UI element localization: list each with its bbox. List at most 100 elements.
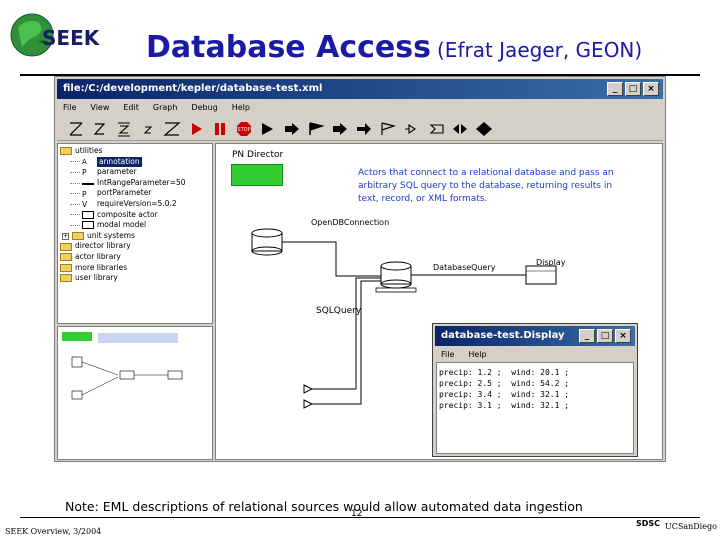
tree-connector — [70, 193, 80, 195]
tree-label: IntRangeParameter=50 — [97, 177, 186, 187]
arrow-right-icon[interactable] — [329, 119, 351, 139]
footer-divider — [20, 517, 700, 518]
display-label: Display — [536, 258, 566, 267]
step-icon[interactable] — [257, 119, 279, 139]
modal-model-icon — [82, 221, 94, 230]
folder-icon — [60, 263, 72, 272]
zoom-in-icon[interactable] — [89, 119, 111, 139]
database-query-label: DatabaseQuery — [433, 263, 496, 272]
tree-item-intrange[interactable]: IntRangeParameter=50 — [58, 178, 212, 189]
folder-icon — [60, 242, 72, 251]
tree-item-composite[interactable]: composite actor — [58, 210, 212, 221]
menu-graph[interactable]: Graph — [152, 103, 178, 112]
display-menu-bar: File Help — [435, 347, 635, 363]
sql-query-ports[interactable] — [303, 384, 314, 409]
workflow-overview[interactable] — [57, 326, 213, 460]
maximize-icon[interactable]: □ — [597, 329, 613, 343]
close-icon[interactable]: × — [643, 82, 659, 96]
tree-label: unit systems — [87, 230, 135, 240]
output-line: precip: 1.2 ; wind: 20.1 ; — [439, 368, 570, 377]
menu-view[interactable]: View — [90, 103, 110, 112]
folder-icon — [60, 253, 72, 262]
expand-icon[interactable]: + — [62, 232, 69, 240]
connection-sql-2[interactable] — [312, 280, 381, 405]
zoom-fit-icon[interactable] — [113, 119, 135, 139]
menu-debug[interactable]: Debug — [191, 103, 218, 112]
display-output[interactable]: precip: 1.2 ; wind: 20.1 ; precip: 2.5 ; … — [436, 362, 634, 454]
minimize-icon[interactable]: _ — [579, 329, 595, 343]
pause-icon[interactable] — [209, 119, 231, 139]
run-icon[interactable] — [185, 119, 207, 139]
tree-label: annotation — [97, 156, 142, 168]
zoom-reset-icon[interactable] — [65, 119, 87, 139]
open-db-label: OpenDBConnection — [311, 218, 390, 227]
display-titlebar[interactable]: database-test.Display _ □ × — [435, 326, 635, 346]
logo-text: SEEK — [42, 26, 101, 50]
version-icon: V — [82, 200, 94, 209]
menu-help[interactable]: Help — [231, 103, 250, 112]
menu-file[interactable]: File — [63, 103, 77, 112]
stop-icon[interactable]: STOP — [233, 119, 255, 139]
zoom-out-icon[interactable] — [137, 119, 159, 139]
page-number: 12 — [351, 509, 363, 519]
tree-label: modal model — [97, 220, 147, 230]
zoom-full-icon[interactable] — [161, 119, 183, 139]
close-icon[interactable]: × — [615, 329, 631, 343]
slide-subtitle: (Efrat Jaeger, GEON) — [437, 38, 643, 62]
arrow-right-icon[interactable] — [353, 119, 375, 139]
minimize-icon[interactable]: _ — [607, 82, 623, 96]
tree-folder-actor-library[interactable]: actor library — [58, 252, 212, 263]
bidirectional-icon[interactable] — [449, 119, 471, 139]
window-titlebar[interactable]: file:/C:/development/kepler/database-tes… — [57, 79, 663, 99]
folder-icon — [60, 274, 72, 283]
toolbar: STOP — [57, 117, 663, 141]
slide-note: Note: EML descriptions of relational sou… — [65, 499, 583, 514]
display-actor[interactable] — [525, 265, 557, 285]
menu-bar: File View Edit Graph Debug Help — [57, 100, 663, 116]
tree-connector — [70, 161, 80, 163]
composite-actor-icon — [82, 210, 94, 219]
maximize-icon[interactable]: □ — [625, 82, 641, 96]
parameter-icon: P — [82, 168, 94, 177]
tree-folder-more-libraries[interactable]: more libraries — [58, 263, 212, 274]
tree-label: requireVersion=5.0.2 — [97, 198, 177, 208]
tree-folder-unit-systems[interactable]: + unit systems — [58, 231, 212, 242]
seek-logo: SEEK — [8, 10, 128, 60]
menu-help[interactable]: Help — [468, 350, 487, 359]
slider-icon — [82, 181, 94, 186]
flag-icon[interactable] — [305, 119, 327, 139]
tree-folder-director-library[interactable]: director library — [58, 241, 212, 252]
menu-file[interactable]: File — [441, 350, 455, 359]
tree-folder-user-library[interactable]: user library — [58, 273, 212, 284]
relation-icon[interactable] — [473, 119, 495, 139]
annotation-text[interactable]: Actors that connect to a relational data… — [358, 168, 614, 204]
workflow-graph — [251, 228, 557, 409]
connection-open-db[interactable] — [282, 241, 381, 277]
database-query-actor[interactable] — [375, 261, 417, 293]
pn-director[interactable] — [231, 164, 283, 186]
open-db-connection-actor[interactable] — [251, 228, 283, 256]
menu-edit[interactable]: Edit — [123, 103, 139, 112]
tree-label: composite actor — [97, 209, 158, 219]
port-icon[interactable] — [401, 119, 423, 139]
port-alt-icon[interactable] — [425, 119, 447, 139]
tree-folder-utilities[interactable]: utilities — [58, 146, 212, 157]
svg-text:STOP: STOP — [237, 127, 250, 133]
tree-connector — [70, 224, 80, 226]
output-line: precip: 2.5 ; wind: 54.2 ; — [439, 379, 570, 388]
tree-label: actor library — [75, 251, 121, 261]
connection-sql[interactable] — [312, 277, 381, 390]
tree-label: utilities — [75, 146, 103, 155]
port-parameter-icon: P — [82, 189, 94, 199]
tree-item-modal[interactable]: modal model — [58, 220, 212, 231]
flag-outline-icon[interactable] — [377, 119, 399, 139]
arrow-right-icon[interactable] — [281, 119, 303, 139]
sql-query-label: SQLQuery — [316, 306, 362, 316]
display-window-title: database-test.Display — [441, 330, 565, 341]
tree-connector — [70, 203, 80, 205]
